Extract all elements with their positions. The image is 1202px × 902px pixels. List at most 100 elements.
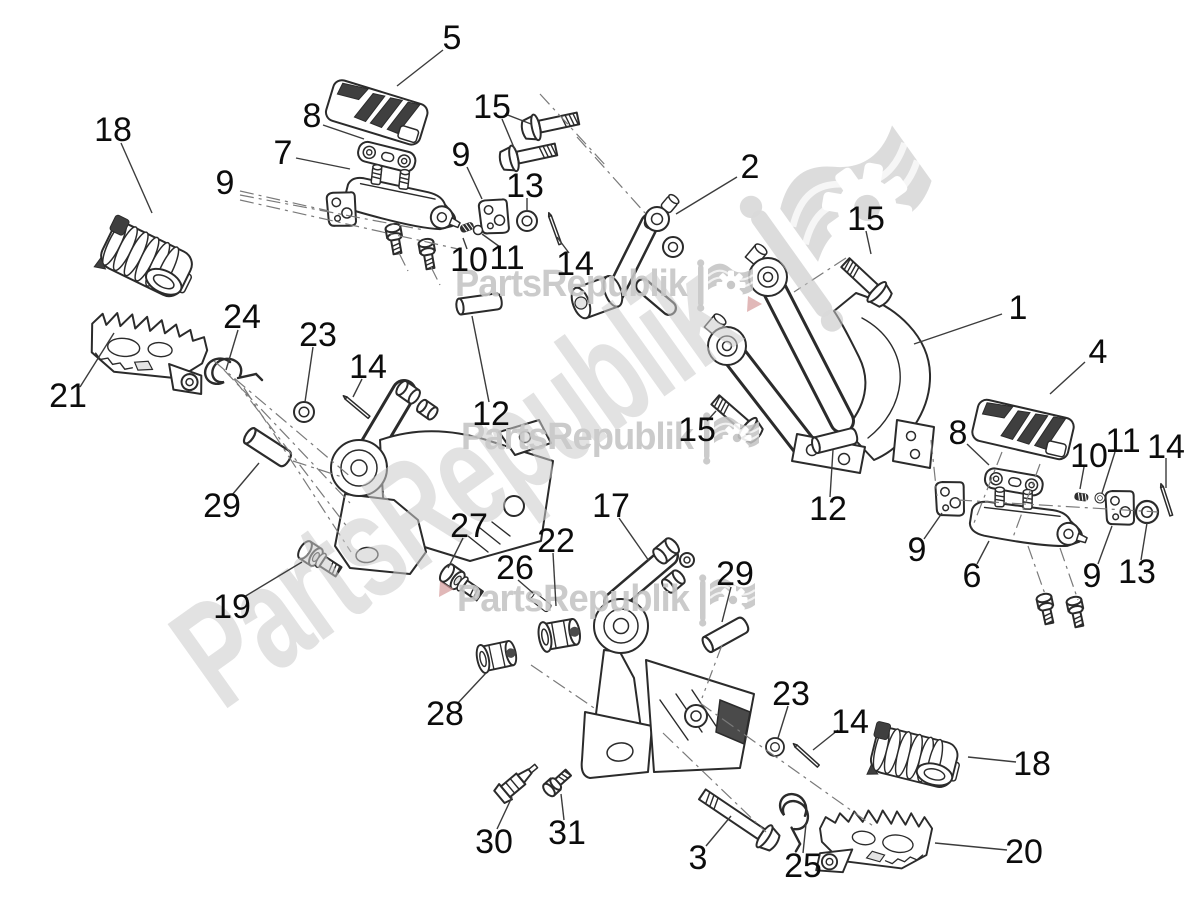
parts-layer <box>80 77 1174 874</box>
construction-line <box>1059 547 1079 601</box>
construction-line <box>233 378 349 529</box>
part-callout-10: 10 <box>450 241 488 279</box>
part-10-spring-front <box>458 220 476 235</box>
part-18-footpeg-rubber-left <box>90 213 203 309</box>
construction-line <box>699 702 877 829</box>
leader-line-22 <box>552 552 557 607</box>
part-callout-2: 2 <box>741 148 760 186</box>
part-callout-23: 23 <box>772 675 810 713</box>
construction-line <box>1027 545 1047 598</box>
leader-line-23 <box>304 346 314 403</box>
leader-line-14 <box>556 236 570 254</box>
part-callout-11: 11 <box>1105 422 1140 460</box>
part-callout-17: 17 <box>592 487 630 525</box>
construction-line <box>701 644 723 699</box>
construction-line <box>398 252 409 272</box>
leader-line-29 <box>721 586 732 623</box>
construction-line <box>292 460 343 478</box>
leader-line-9 <box>1097 525 1113 565</box>
part-heel-bracket-front-left <box>330 379 554 575</box>
part-callout-24: 24 <box>223 298 261 336</box>
leader-line-11 <box>1101 451 1116 494</box>
leader-line-31 <box>560 793 565 821</box>
part-5-footrest-rubber-front <box>322 77 431 148</box>
construction-line <box>662 732 767 833</box>
leader-line-13 <box>1140 522 1148 561</box>
part-callout-9: 9 <box>1083 557 1102 595</box>
leader-line-10 <box>1079 466 1085 490</box>
part-callout-28: 28 <box>426 695 464 733</box>
part-29-pin-right <box>699 614 752 655</box>
leader-line-27 <box>447 537 464 569</box>
part-22-bushing <box>535 615 584 654</box>
construction-line <box>971 451 1003 529</box>
part-9-plate-a <box>323 188 360 230</box>
part-11-washer-right <box>1094 492 1106 504</box>
leader-line-8 <box>966 443 990 466</box>
part-callout-10: 10 <box>1070 437 1108 475</box>
part-callout-30: 30 <box>475 823 513 861</box>
part-25-spring <box>776 789 818 854</box>
part-callout-21: 21 <box>49 377 87 415</box>
leader-line-7 <box>295 157 351 170</box>
leader-line-18 <box>120 142 153 214</box>
construction-line <box>223 369 351 504</box>
part-23-washer-bottom <box>765 737 785 757</box>
part-14-split-pin-right <box>1158 482 1174 517</box>
screw-under-7-a <box>383 221 406 256</box>
part-callout-20: 20 <box>1005 833 1043 871</box>
leader-line-10 <box>462 237 468 250</box>
part-8-clamp-plate-front <box>355 139 419 175</box>
part-23-washer-left <box>293 401 315 423</box>
leader-line-8 <box>322 124 365 140</box>
leader-line-2 <box>675 176 738 215</box>
leader-line-21 <box>79 332 115 388</box>
leader-line-4 <box>1049 361 1086 395</box>
construction-line <box>239 194 425 231</box>
leader-line-18 <box>967 756 1017 763</box>
leader-line-9 <box>923 512 943 540</box>
construction-line <box>530 664 598 711</box>
construction-line <box>793 257 847 293</box>
part-callout-9: 9 <box>216 164 235 202</box>
part-callout-14: 14 <box>556 245 594 283</box>
leader-line-20 <box>934 842 1008 851</box>
construction-line <box>243 387 352 553</box>
leader-line-15 <box>706 410 717 422</box>
part-callout-9: 9 <box>452 136 471 174</box>
part-callout-14: 14 <box>349 348 387 386</box>
leader-line-3 <box>705 815 732 847</box>
leader-line-15 <box>504 113 532 125</box>
construction-lines-layer <box>213 93 1159 833</box>
construction-line <box>239 199 459 250</box>
part-callout-8: 8 <box>949 414 968 452</box>
part-callout-4: 4 <box>1089 333 1108 371</box>
leader-line-9 <box>466 166 483 200</box>
part-9-plate-d <box>1102 487 1138 528</box>
construction-line <box>430 266 441 286</box>
part-callout-5: 5 <box>443 19 462 57</box>
part-callout-3: 3 <box>689 839 708 877</box>
part-14-split-pin-left <box>341 393 371 420</box>
leader-line-12 <box>829 449 834 498</box>
leader-line-6 <box>976 540 990 565</box>
leader-line-24 <box>225 329 239 371</box>
part-callout-12: 12 <box>472 395 510 433</box>
part-10-spring-right <box>1073 491 1090 503</box>
part-callout-25: 25 <box>784 847 822 885</box>
part-2-gearchange-linkage <box>570 193 684 320</box>
part-callout-15: 15 <box>473 88 511 126</box>
part-callout-19: 19 <box>213 588 251 626</box>
leader-line-12 <box>471 315 490 403</box>
screw-under-6-a <box>1034 591 1058 626</box>
part-callout-14: 14 <box>1147 428 1185 466</box>
watermark-text: PartsRepublik <box>457 578 691 620</box>
watermark-small: PartsRepublik <box>457 573 757 628</box>
leader-line-30 <box>496 796 513 830</box>
watermark-accent <box>747 296 762 312</box>
part-callout-1: 1 <box>1009 289 1028 327</box>
part-6-footrest-front-right <box>967 479 1095 554</box>
